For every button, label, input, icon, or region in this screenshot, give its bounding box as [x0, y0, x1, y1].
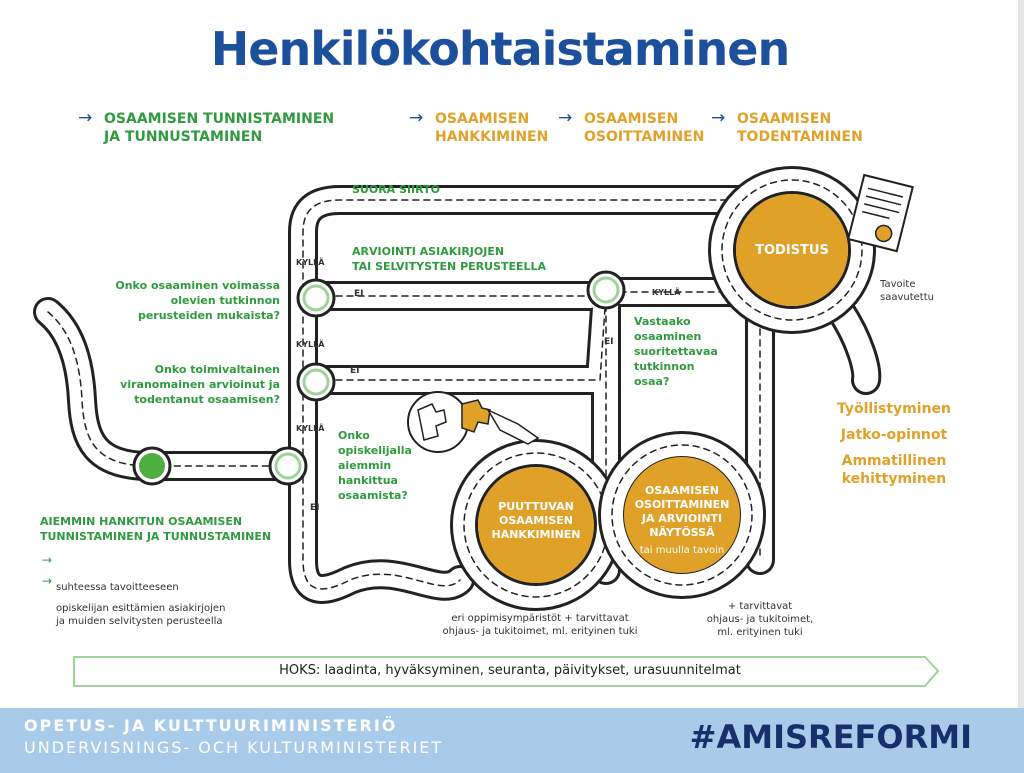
circle-certificate — [736, 194, 848, 306]
header-acquisition: → OSAAMISEN HANKKIMINEN — [409, 108, 549, 145]
ministry-name-fi: OPETUS- JA KULTTUURIMINISTERIÖ — [24, 716, 398, 735]
yes-label: KYLLÄ — [296, 258, 325, 267]
demonstrate-sub-label: tai muulla tavoin — [639, 545, 725, 556]
arrow-right-icon: → — [42, 574, 53, 588]
outcome-employment: Työllistyminen — [837, 401, 951, 417]
no-label: EI — [354, 289, 364, 299]
decision-nodes — [132, 270, 626, 486]
header-demonstration: → OSAAMISEN OSOITTAMINEN — [558, 108, 705, 145]
arrow-right-icon: → — [78, 108, 93, 128]
acquire-label: PUUTTUVAN OSAAMISEN HANKKIMINEN — [491, 500, 581, 541]
question-authority-verified: Onko toimivaltainen viranomainen arvioin… — [120, 363, 280, 406]
question-valid-requirements: Onko osaaminen voimassa olevien tutkinno… — [115, 279, 280, 322]
header-verification: → OSAAMISEN TODENTAMINEN — [711, 108, 863, 145]
circle-demonstrate — [624, 457, 740, 573]
bullet-documents: → opiskelijan esittämien asiakirjojen ja… — [42, 574, 226, 628]
header-recognition: → OSAAMISEN TUNNISTAMINEN JA TUNNUSTAMIN… — [78, 108, 335, 145]
page-title: Henkilökohtaistaminen — [210, 22, 790, 76]
no-label: EI — [350, 366, 360, 376]
bullet-relative-goal: → suhteessa tavoitteeseen — [42, 553, 179, 594]
ministry-name-sv: UNDERVISNINGS- OCH KULTURMINISTERIET — [24, 738, 444, 757]
certificate-document-icon — [847, 173, 914, 253]
hoks-label: HOKS: laadinta, hyväksyminen, seuranta, … — [279, 663, 741, 678]
yes-label: KYLLÄ — [652, 288, 681, 297]
prior-learning-title: AIEMMIN HANKITUN OSAAMISEN TUNNISTAMINEN… — [40, 515, 272, 543]
footer-bar — [0, 708, 1024, 773]
arrow-right-icon: → — [409, 108, 424, 128]
question-matches-unit: Vastaako osaaminen suoritettavaa tutkinn… — [634, 315, 718, 388]
arrow-right-icon: → — [42, 553, 53, 567]
yes-label: KYLLÄ — [296, 340, 325, 349]
outcome-further-studies: Jatko-opinnot — [840, 427, 948, 443]
no-label: EI — [310, 503, 320, 513]
circle-acquire — [478, 467, 594, 583]
hashtag: #AMISREFORMI — [689, 718, 972, 756]
demonstrate-note: + tarvittavat ohjaus- ja tukitoimet, ml.… — [706, 601, 814, 638]
route-documents-label: ARVIOINTI ASIAKIRJOJEN TAI SELVITYSTEN P… — [352, 245, 547, 273]
no-label: EI — [604, 337, 614, 347]
hoks-banner — [73, 656, 940, 687]
outcome-professional-development: Ammatillinen kehittyminen — [841, 453, 947, 487]
arrow-right-icon: → — [711, 108, 726, 128]
arrow-right-icon: → — [558, 108, 573, 128]
certificate-label: TODISTUS — [755, 243, 829, 258]
demonstrate-label: OSAAMISEN OSOITTAMINEN JA ARVIOINTI NÄYT… — [634, 484, 730, 539]
acquire-note: eri oppimisympäristöt + tarvittavat ohja… — [442, 613, 638, 637]
yes-label: KYLLÄ — [296, 424, 325, 433]
goal-label: Tavoite saavutettu — [880, 279, 934, 303]
question-prior-competence: Onko opiskelijalla aiemmin hankittua osa… — [338, 429, 412, 502]
puzzle-icon — [407, 391, 540, 453]
route-direct-label: SUORA SIIRTO — [352, 183, 440, 196]
scrollbar[interactable] — [1018, 0, 1024, 708]
